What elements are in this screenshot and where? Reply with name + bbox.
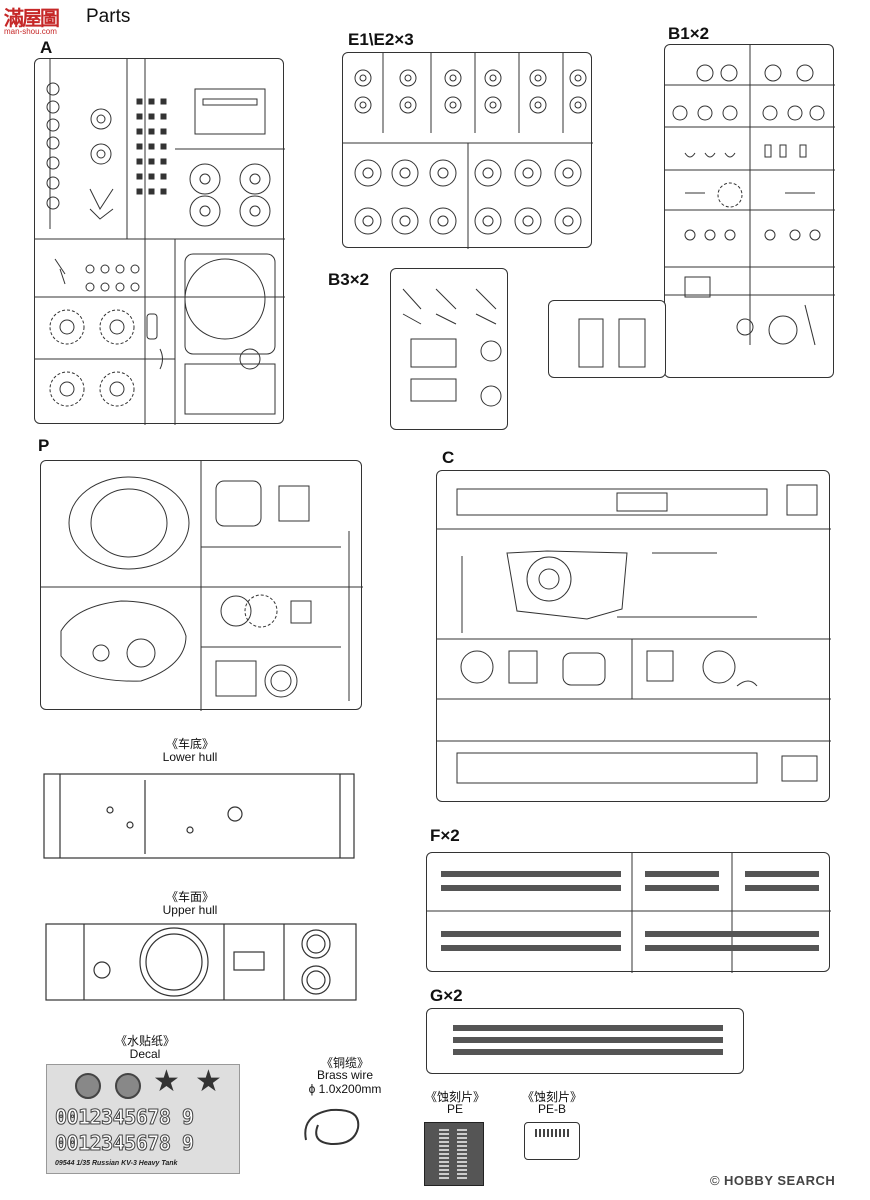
section-label-g: G×2 xyxy=(430,986,463,1005)
decal-caption-en: Decal xyxy=(129,1047,161,1061)
watermark: 滿屋圖 man-shou.com xyxy=(4,2,60,36)
lower-hull-caption-en: Lower hull xyxy=(162,750,218,764)
footer-brand-text: HOBBY SEARCH xyxy=(724,1173,836,1188)
wire-coil-icon xyxy=(304,1108,360,1146)
section-label-a: A xyxy=(40,38,53,57)
section-label-f: F×2 xyxy=(430,826,460,845)
decal-sheet: ★ ★ 0012345678 9 0012345678 9 09544 1/35… xyxy=(46,1064,240,1174)
sprue-b3 xyxy=(390,268,508,430)
sprue-b3-drawing xyxy=(402,288,502,407)
emblem-icon xyxy=(115,1073,141,1099)
decal-footer: 09544 1/35 Russian KV-3 Heavy Tank xyxy=(55,1160,178,1167)
pe-caption-en: PE xyxy=(446,1102,463,1116)
decal-digits-row-2: 0012345678 9 xyxy=(55,1131,195,1156)
sprue-p xyxy=(40,460,363,711)
upper-hull-drawing xyxy=(45,923,357,1001)
sprue-e-drawing xyxy=(343,53,593,249)
sprue-a xyxy=(34,58,285,425)
emblem-icon xyxy=(75,1073,101,1099)
sprue-b-frame xyxy=(548,300,666,378)
watermark-text: 滿屋圖 xyxy=(4,6,60,30)
section-label-b1: B1×2 xyxy=(668,24,710,43)
pe-b-sheet xyxy=(524,1122,580,1160)
page-title: Parts xyxy=(86,6,131,27)
star-icon: ★ xyxy=(153,1064,180,1099)
upper-hull-caption-cn: 《车面》 xyxy=(165,890,214,904)
lower-hull-drawing xyxy=(43,773,355,859)
sprue-a-drawing xyxy=(35,59,285,425)
sprue-g-drawing xyxy=(453,1025,723,1055)
sprue-c-drawing xyxy=(437,484,831,784)
watermark-url: man-shou.com xyxy=(4,27,57,36)
sprue-e xyxy=(342,52,593,249)
decal-caption-cn: 《水贴纸》 xyxy=(114,1034,175,1048)
pe-sheet xyxy=(424,1122,484,1186)
section-label-e: E1\E2×3 xyxy=(348,30,414,49)
sprue-c xyxy=(436,470,831,802)
section-label-c: C xyxy=(442,448,455,467)
section-label-p: P xyxy=(38,436,50,455)
pe-b-caption-en: PE-B xyxy=(537,1102,566,1116)
brass-wire-caption-en: Brass wire xyxy=(316,1068,373,1082)
sprue-p-drawing xyxy=(41,461,363,711)
footer-brand: © HOBBY SEARCH xyxy=(710,1172,835,1190)
brass-wire-caption-cn: 《铜缆》 xyxy=(320,1056,369,1070)
star-icon: ★ xyxy=(195,1064,222,1099)
logo-icon: © xyxy=(710,1173,720,1188)
brass-wire-spec: ϕ 1.0x200mm xyxy=(308,1082,382,1096)
track-links xyxy=(441,871,819,951)
sprue-f xyxy=(426,852,831,973)
sprue-b1-drawing xyxy=(665,45,835,346)
decal-digits-row-1: 0012345678 9 xyxy=(55,1105,195,1130)
sprue-b-frame-drawing xyxy=(578,318,646,368)
sprue-g xyxy=(426,1008,744,1074)
lower-hull-caption-cn: 《车底》 xyxy=(165,737,214,751)
pe-caption-cn: 《蚀刻片》 xyxy=(424,1090,485,1104)
section-label-b3: B3×2 xyxy=(328,270,370,289)
sprue-f-drawing xyxy=(427,853,831,973)
sprue-b1 xyxy=(664,44,835,378)
pe-b-caption-cn: 《蚀刻片》 xyxy=(521,1090,582,1104)
upper-hull-caption-en: Upper hull xyxy=(162,903,218,917)
